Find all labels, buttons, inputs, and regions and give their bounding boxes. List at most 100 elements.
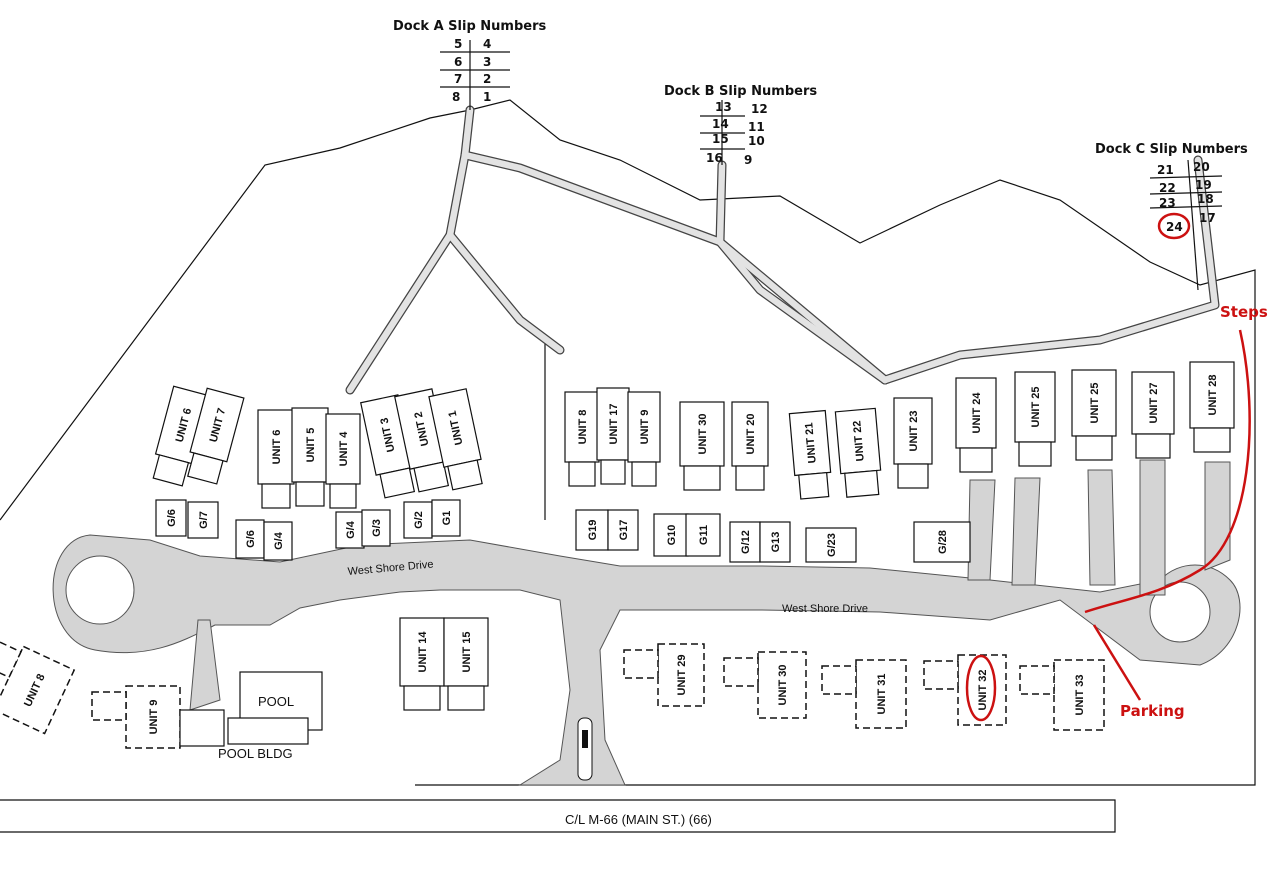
garage-g17[interactable]: G17 bbox=[607, 509, 639, 551]
dock-c-title: Dock C Slip Numbers bbox=[1095, 142, 1248, 157]
garage-g10[interactable]: G10 bbox=[653, 513, 689, 557]
garage-label: G/23 bbox=[826, 533, 838, 557]
garage-g13[interactable]: G13 bbox=[759, 521, 791, 563]
unit-u20[interactable]: UNIT 20 bbox=[731, 401, 769, 491]
unit-u9sw[interactable]: UNIT 9 bbox=[91, 685, 181, 749]
garage-label: G/6 bbox=[166, 509, 178, 527]
unit-u22[interactable]: UNIT 22 bbox=[834, 407, 882, 498]
entrance-median bbox=[577, 717, 593, 781]
garage-g6a[interactable]: G/6 bbox=[155, 499, 187, 537]
garage-g1[interactable]: G1 bbox=[431, 499, 461, 537]
unit-label: UNIT 5 bbox=[305, 428, 317, 463]
slip-number: 22 bbox=[1159, 181, 1176, 195]
main-street-edge bbox=[0, 799, 1116, 833]
slip-24-highlight bbox=[1157, 212, 1191, 240]
unit-u23[interactable]: UNIT 23 bbox=[893, 397, 933, 489]
unit-u32[interactable]: UNIT 32 bbox=[923, 654, 1007, 726]
unit-u8[interactable]: UNIT 8 bbox=[564, 391, 600, 487]
slip-number: 8 bbox=[452, 90, 460, 104]
unit-label: UNIT 24 bbox=[971, 392, 983, 434]
dock-b-title: Dock B Slip Numbers bbox=[664, 84, 817, 99]
garage-g19[interactable]: G19 bbox=[575, 509, 609, 551]
garage-g4b[interactable]: G/4 bbox=[335, 511, 365, 549]
pool-bldg-label: POOL BLDG bbox=[218, 746, 293, 761]
unit-u33[interactable]: UNIT 33 bbox=[1019, 659, 1105, 731]
slip-number: 7 bbox=[454, 72, 462, 86]
unit-label: UNIT 22 bbox=[851, 420, 867, 462]
unit-label: UNIT 28 bbox=[1207, 375, 1219, 416]
slip-number: 20 bbox=[1193, 160, 1210, 174]
garage-g4a[interactable]: G/4 bbox=[263, 521, 293, 561]
unit-label: UNIT 21 bbox=[803, 422, 819, 464]
unit-label: UNIT 32 bbox=[977, 670, 989, 711]
unit-u7[interactable]: UNIT 7 bbox=[184, 387, 245, 485]
west-cul-de-sac-island bbox=[65, 555, 135, 625]
unit-label: UNIT 14 bbox=[417, 631, 429, 673]
garage-label: G11 bbox=[698, 525, 710, 545]
unit-u9[interactable]: UNIT 9 bbox=[627, 391, 661, 487]
unit-u6[interactable]: UNIT 6 bbox=[257, 409, 295, 509]
slip-number: 5 bbox=[454, 37, 462, 51]
garage-g2[interactable]: G/2 bbox=[403, 501, 433, 539]
garage-g23[interactable]: G/23 bbox=[805, 527, 857, 563]
unit-u31[interactable]: UNIT 31 bbox=[821, 659, 907, 729]
unit-u4[interactable]: UNIT 4 bbox=[325, 413, 361, 509]
road-label-east: West Shore Drive bbox=[782, 603, 868, 615]
slip-number: 21 bbox=[1157, 163, 1174, 177]
slip-number: 13 bbox=[715, 100, 732, 114]
slip-number: 19 bbox=[1195, 178, 1212, 192]
unit-u30s[interactable]: UNIT 30 bbox=[723, 651, 807, 719]
unit-u17[interactable]: UNIT 17 bbox=[596, 387, 630, 485]
annotations: Steps Parking bbox=[965, 212, 1268, 722]
garage-label: G1 bbox=[441, 511, 453, 526]
slip-number: 17 bbox=[1199, 211, 1216, 225]
unit-u28[interactable]: UNIT 28 bbox=[1189, 361, 1235, 453]
slip-number: 9 bbox=[744, 153, 752, 167]
garage-label: G/4 bbox=[273, 531, 285, 550]
unit-u21[interactable]: UNIT 21 bbox=[788, 409, 832, 500]
garage-g6b[interactable]: G/6 bbox=[235, 519, 265, 559]
garage-g7[interactable]: G/7 bbox=[187, 501, 219, 539]
unit-u30[interactable]: UNIT 30 bbox=[679, 401, 725, 491]
garage-g3[interactable]: G/3 bbox=[361, 509, 391, 547]
garage-g11[interactable]: G11 bbox=[685, 513, 721, 557]
unit-label: UNIT 4 bbox=[338, 431, 350, 467]
slip-number: 12 bbox=[751, 102, 768, 116]
garage-g28[interactable]: G/28 bbox=[913, 521, 971, 563]
unit-u25b[interactable]: UNIT 25 bbox=[1071, 369, 1117, 461]
garage-label: G/6 bbox=[245, 530, 257, 548]
unit-label: UNIT 8 bbox=[577, 410, 589, 445]
property-boundary bbox=[0, 99, 1256, 786]
unit-u15[interactable]: UNIT 15 bbox=[443, 617, 489, 711]
slip-number: 16 bbox=[706, 151, 723, 165]
unit-label: UNIT 9 bbox=[639, 410, 651, 445]
garage-label: G17 bbox=[618, 520, 630, 541]
unit-label: UNIT 15 bbox=[461, 632, 473, 673]
unit-u5[interactable]: UNIT 5 bbox=[291, 407, 329, 507]
garage-g12[interactable]: G/12 bbox=[729, 521, 761, 563]
unit-label: UNIT 31 bbox=[876, 674, 888, 715]
unit-label: UNIT 20 bbox=[745, 414, 757, 455]
garage-label: G/2 bbox=[413, 511, 425, 529]
slip-number: 24 bbox=[1166, 220, 1183, 234]
slip-number: 6 bbox=[454, 55, 462, 69]
slip-number: 10 bbox=[748, 134, 765, 148]
unit-u14[interactable]: UNIT 14 bbox=[399, 617, 445, 711]
roads bbox=[52, 459, 1241, 786]
unit-label: UNIT 6 bbox=[271, 430, 283, 465]
garage-label: G/4 bbox=[345, 520, 357, 539]
garage-label: G13 bbox=[770, 532, 782, 553]
unit-u25a[interactable]: UNIT 25 bbox=[1014, 371, 1056, 467]
unit-u29[interactable]: UNIT 29 bbox=[623, 643, 705, 707]
slip-number: 1 bbox=[483, 90, 491, 104]
unit-u1[interactable]: UNIT 1 bbox=[428, 388, 486, 491]
pool-label: POOL bbox=[258, 694, 294, 709]
slip-number: 15 bbox=[712, 132, 729, 146]
unit-u24[interactable]: UNIT 24 bbox=[955, 377, 997, 473]
unit-label: UNIT 33 bbox=[1074, 675, 1086, 716]
unit-u27[interactable]: UNIT 27 bbox=[1131, 371, 1175, 459]
slip-number: 2 bbox=[483, 72, 491, 86]
unit-u8sw[interactable]: UNIT 8 bbox=[0, 632, 76, 735]
garage-label: G/7 bbox=[198, 511, 210, 529]
